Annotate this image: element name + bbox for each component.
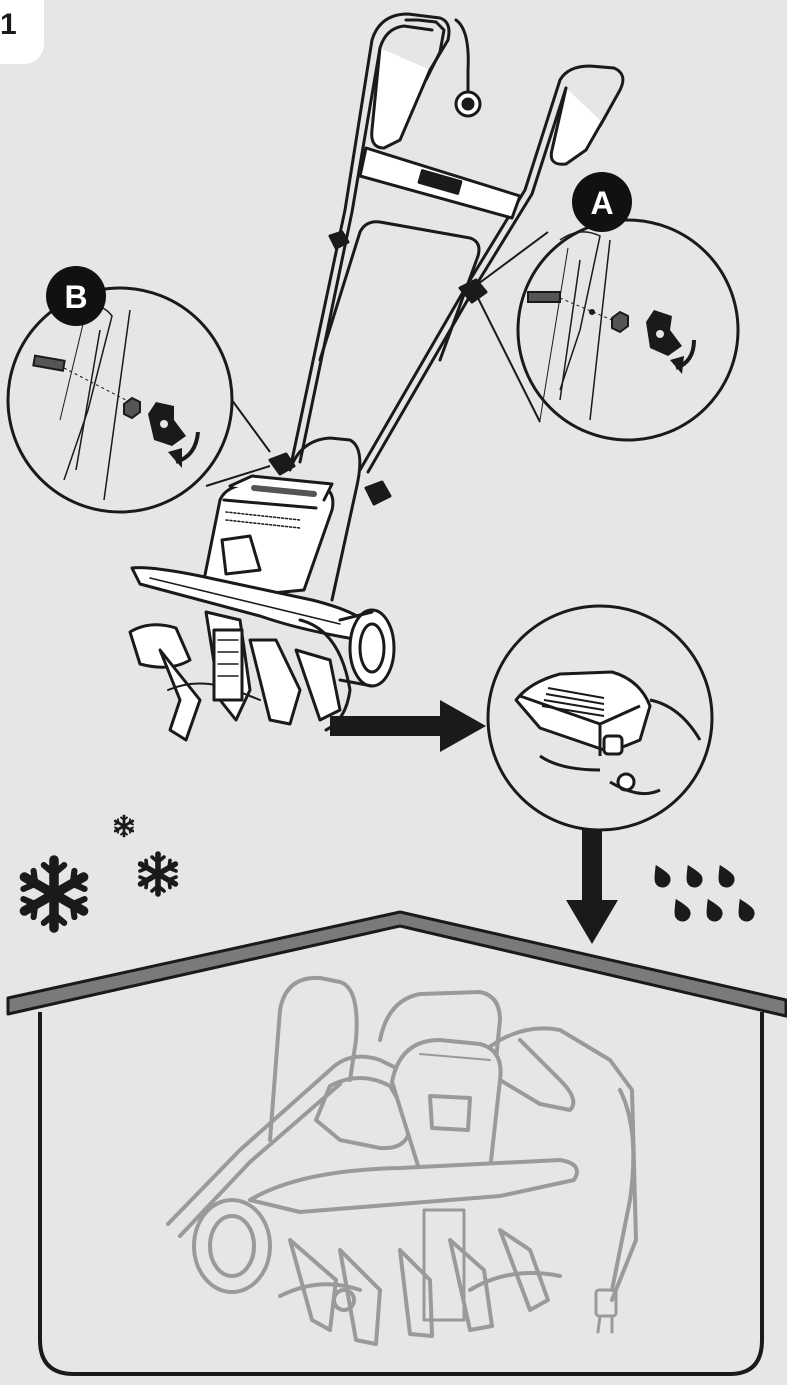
tiller-illustration	[128, 12, 625, 742]
detail-circle	[486, 604, 714, 832]
callout-a: A	[477, 172, 740, 442]
arrow-icon	[330, 700, 618, 944]
house-outline	[6, 910, 787, 1376]
callout-b: B	[6, 266, 271, 514]
snowflake-icon	[23, 814, 176, 928]
raindrop-icon	[648, 861, 758, 925]
step-number: 1	[0, 8, 17, 41]
folded-tiller	[166, 975, 638, 1346]
step-tab	[0, 0, 44, 64]
callout-b-label: B	[64, 279, 87, 315]
callout-a-label: A	[590, 185, 613, 221]
